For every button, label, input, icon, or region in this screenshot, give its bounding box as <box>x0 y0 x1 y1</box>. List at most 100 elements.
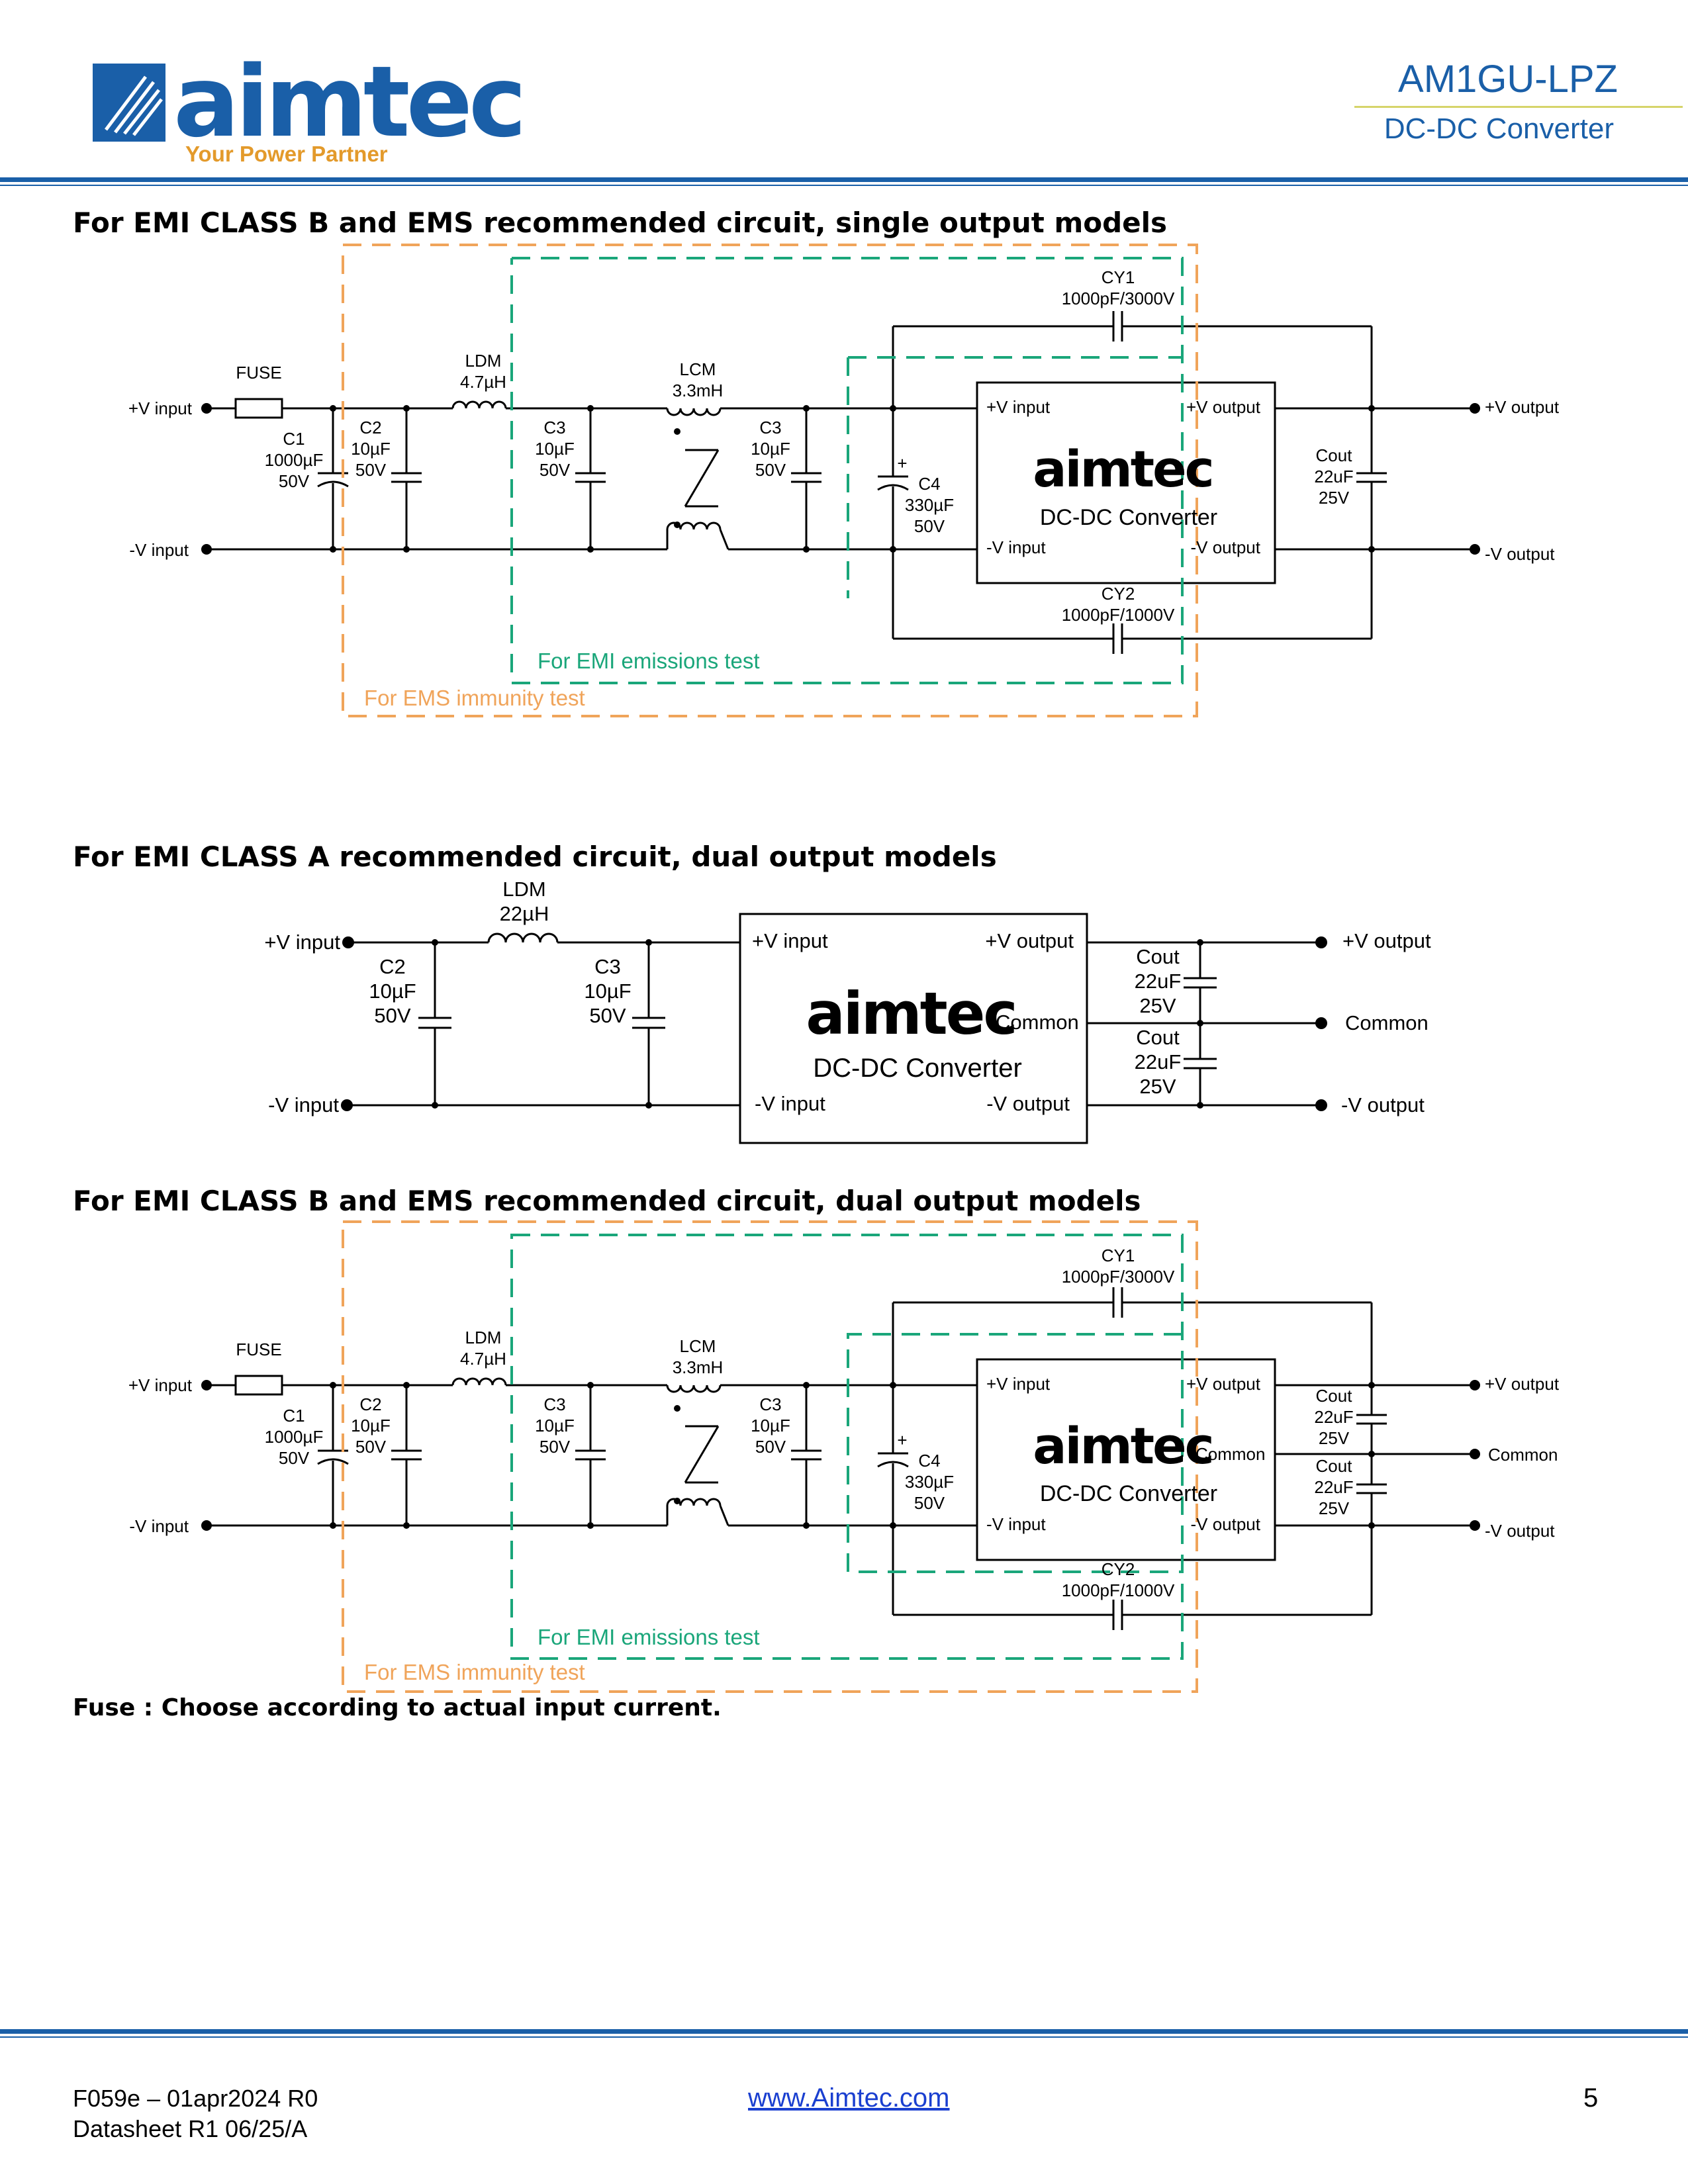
svg-text:+V input: +V input <box>986 397 1051 417</box>
svg-text:Cout: Cout <box>1136 1026 1180 1049</box>
footer-form-code: F059e – 01apr2024 R0 <box>73 2085 318 2112</box>
svg-text:50V: 50V <box>374 1004 410 1027</box>
label-v-input-neg: -V input <box>129 540 189 560</box>
svg-text:-V input: -V input <box>755 1092 825 1115</box>
label-cy2: CY2 <box>1102 584 1135 604</box>
converter-label: DC-DC Converter <box>1040 505 1217 530</box>
svg-text:50V: 50V <box>539 460 571 480</box>
svg-text:Common: Common <box>1488 1445 1558 1465</box>
label-fuse: FUSE <box>236 363 281 383</box>
svg-text:+V output: +V output <box>1485 397 1560 417</box>
svg-text:+V output: +V output <box>1485 1374 1560 1394</box>
section-title-2: For EMI CLASS A recommended circuit, dua… <box>73 841 997 873</box>
svg-text:330µF: 330µF <box>905 1472 954 1492</box>
svg-text:10µF: 10µF <box>535 439 575 459</box>
svg-text:Common: Common <box>1196 1444 1265 1464</box>
svg-text:Common: Common <box>996 1011 1079 1034</box>
footer-rule-thin <box>0 2036 1688 2038</box>
label-c3-a: C3 <box>543 418 565 437</box>
svg-text:C4: C4 <box>918 1451 940 1471</box>
ems-test-boundary <box>342 244 1198 717</box>
svg-text:1000pF/1000V: 1000pF/1000V <box>1062 1580 1175 1600</box>
svg-text:1000pF/3000V: 1000pF/3000V <box>1062 1267 1175 1287</box>
svg-text:CY1: CY1 <box>1102 1246 1135 1265</box>
svg-text:C2: C2 <box>379 955 406 978</box>
svg-text:25V: 25V <box>1319 1498 1350 1518</box>
label-ldm: LDM <box>465 351 502 371</box>
svg-text:10µF: 10µF <box>535 1416 575 1435</box>
svg-text:10µF: 10µF <box>751 439 790 459</box>
svg-text:22uF: 22uF <box>1135 970 1182 993</box>
svg-text:25V: 25V <box>1139 1075 1176 1098</box>
svg-text:+: + <box>897 1430 907 1450</box>
svg-text:-V output: -V output <box>1190 537 1260 557</box>
svg-text:1000pF/3000V: 1000pF/3000V <box>1062 289 1175 308</box>
emi-test-label: For EMI emissions test <box>538 649 760 673</box>
svg-text:-V input: -V input <box>268 1093 339 1116</box>
svg-text:3.3mH: 3.3mH <box>673 1357 724 1377</box>
svg-text:C2: C2 <box>359 1394 381 1414</box>
footer-datasheet-rev: Datasheet R1 06/25/A <box>73 2115 308 2142</box>
svg-text:50V: 50V <box>914 1493 945 1513</box>
svg-text:+V output: +V output <box>1186 397 1261 417</box>
fuse-note: Fuse : Choose according to actual input … <box>73 1694 722 1721</box>
svg-text:+V input: +V input <box>752 929 828 952</box>
svg-text:C3: C3 <box>759 1394 781 1414</box>
footer-website-link[interactable]: www.Aimtec.com <box>748 2083 950 2113</box>
company-logo: aimtec Your Power Partner <box>93 53 527 171</box>
svg-text:+V input: +V input <box>986 1374 1051 1394</box>
svg-text:50V: 50V <box>589 1004 626 1027</box>
svg-text:C3: C3 <box>594 955 621 978</box>
svg-text:22µH: 22µH <box>500 902 549 925</box>
svg-text:22uF: 22uF <box>1314 1477 1353 1497</box>
svg-text:LDM: LDM <box>465 1328 502 1347</box>
svg-text:50V: 50V <box>279 1448 310 1468</box>
svg-text:10µF: 10µF <box>351 1416 391 1435</box>
label-c4: C4 <box>918 474 940 494</box>
header-rule <box>0 177 1688 182</box>
svg-text:-V output: -V output <box>1485 1521 1555 1541</box>
svg-text:DC-DC Converter: DC-DC Converter <box>813 1054 1022 1083</box>
svg-text:Cout: Cout <box>1316 1456 1353 1476</box>
svg-text:10µF: 10µF <box>351 439 391 459</box>
svg-text:Cout: Cout <box>1316 1386 1353 1406</box>
svg-text:Common: Common <box>1345 1011 1429 1034</box>
converter-brand: aimtec <box>1033 439 1212 498</box>
svg-text:aimtec: aimtec <box>806 979 1015 1048</box>
svg-text:-V output: -V output <box>1341 1093 1425 1116</box>
svg-text:22uF: 22uF <box>1135 1050 1182 1073</box>
logo-mark-icon <box>93 64 165 142</box>
svg-text:-V input: -V input <box>986 1514 1046 1534</box>
label-cy1: CY1 <box>1102 267 1135 287</box>
svg-text:LDM: LDM <box>502 878 545 901</box>
svg-text:+V input: +V input <box>128 1375 193 1395</box>
header-rule-thin <box>0 185 1688 186</box>
model-subtitle: DC-DC Converter <box>1383 113 1614 145</box>
svg-text:50V: 50V <box>355 460 387 480</box>
svg-text:50V: 50V <box>279 471 310 491</box>
svg-text:25V: 25V <box>1319 1428 1350 1448</box>
svg-text:+V output: +V output <box>1186 1374 1261 1394</box>
svg-text:+V input: +V input <box>264 931 340 954</box>
label-v-input-pos: +V input <box>128 398 193 418</box>
svg-text:50V: 50V <box>539 1437 571 1457</box>
logo-wordmark: aimtec <box>173 45 527 159</box>
svg-text:-V output: -V output <box>1485 544 1555 564</box>
svg-text:1000µF: 1000µF <box>265 1427 324 1447</box>
svg-text:-V input: -V input <box>129 1516 189 1536</box>
svg-text:50V: 50V <box>914 516 945 536</box>
svg-text:-V output: -V output <box>1190 1514 1260 1534</box>
svg-text:330µF: 330µF <box>905 495 954 515</box>
circuit-diagram-dual-emi-b: +V input -V input FUSE C1 1000µF 50V C2 … <box>128 1220 1560 1693</box>
label-c2: C2 <box>359 418 381 437</box>
label-lcm: LCM <box>680 359 716 379</box>
svg-text:CY2: CY2 <box>1102 1559 1135 1579</box>
emi-test-boundary <box>510 257 1184 684</box>
svg-text:+V output: +V output <box>985 929 1074 952</box>
svg-text:1000µF: 1000µF <box>265 450 324 470</box>
svg-text:3.3mH: 3.3mH <box>673 381 724 400</box>
svg-text:+: + <box>897 453 907 473</box>
label-c1: C1 <box>283 429 305 449</box>
svg-text:For EMS immunity test: For EMS immunity test <box>364 1660 585 1684</box>
svg-text:10µF: 10µF <box>584 979 631 1003</box>
